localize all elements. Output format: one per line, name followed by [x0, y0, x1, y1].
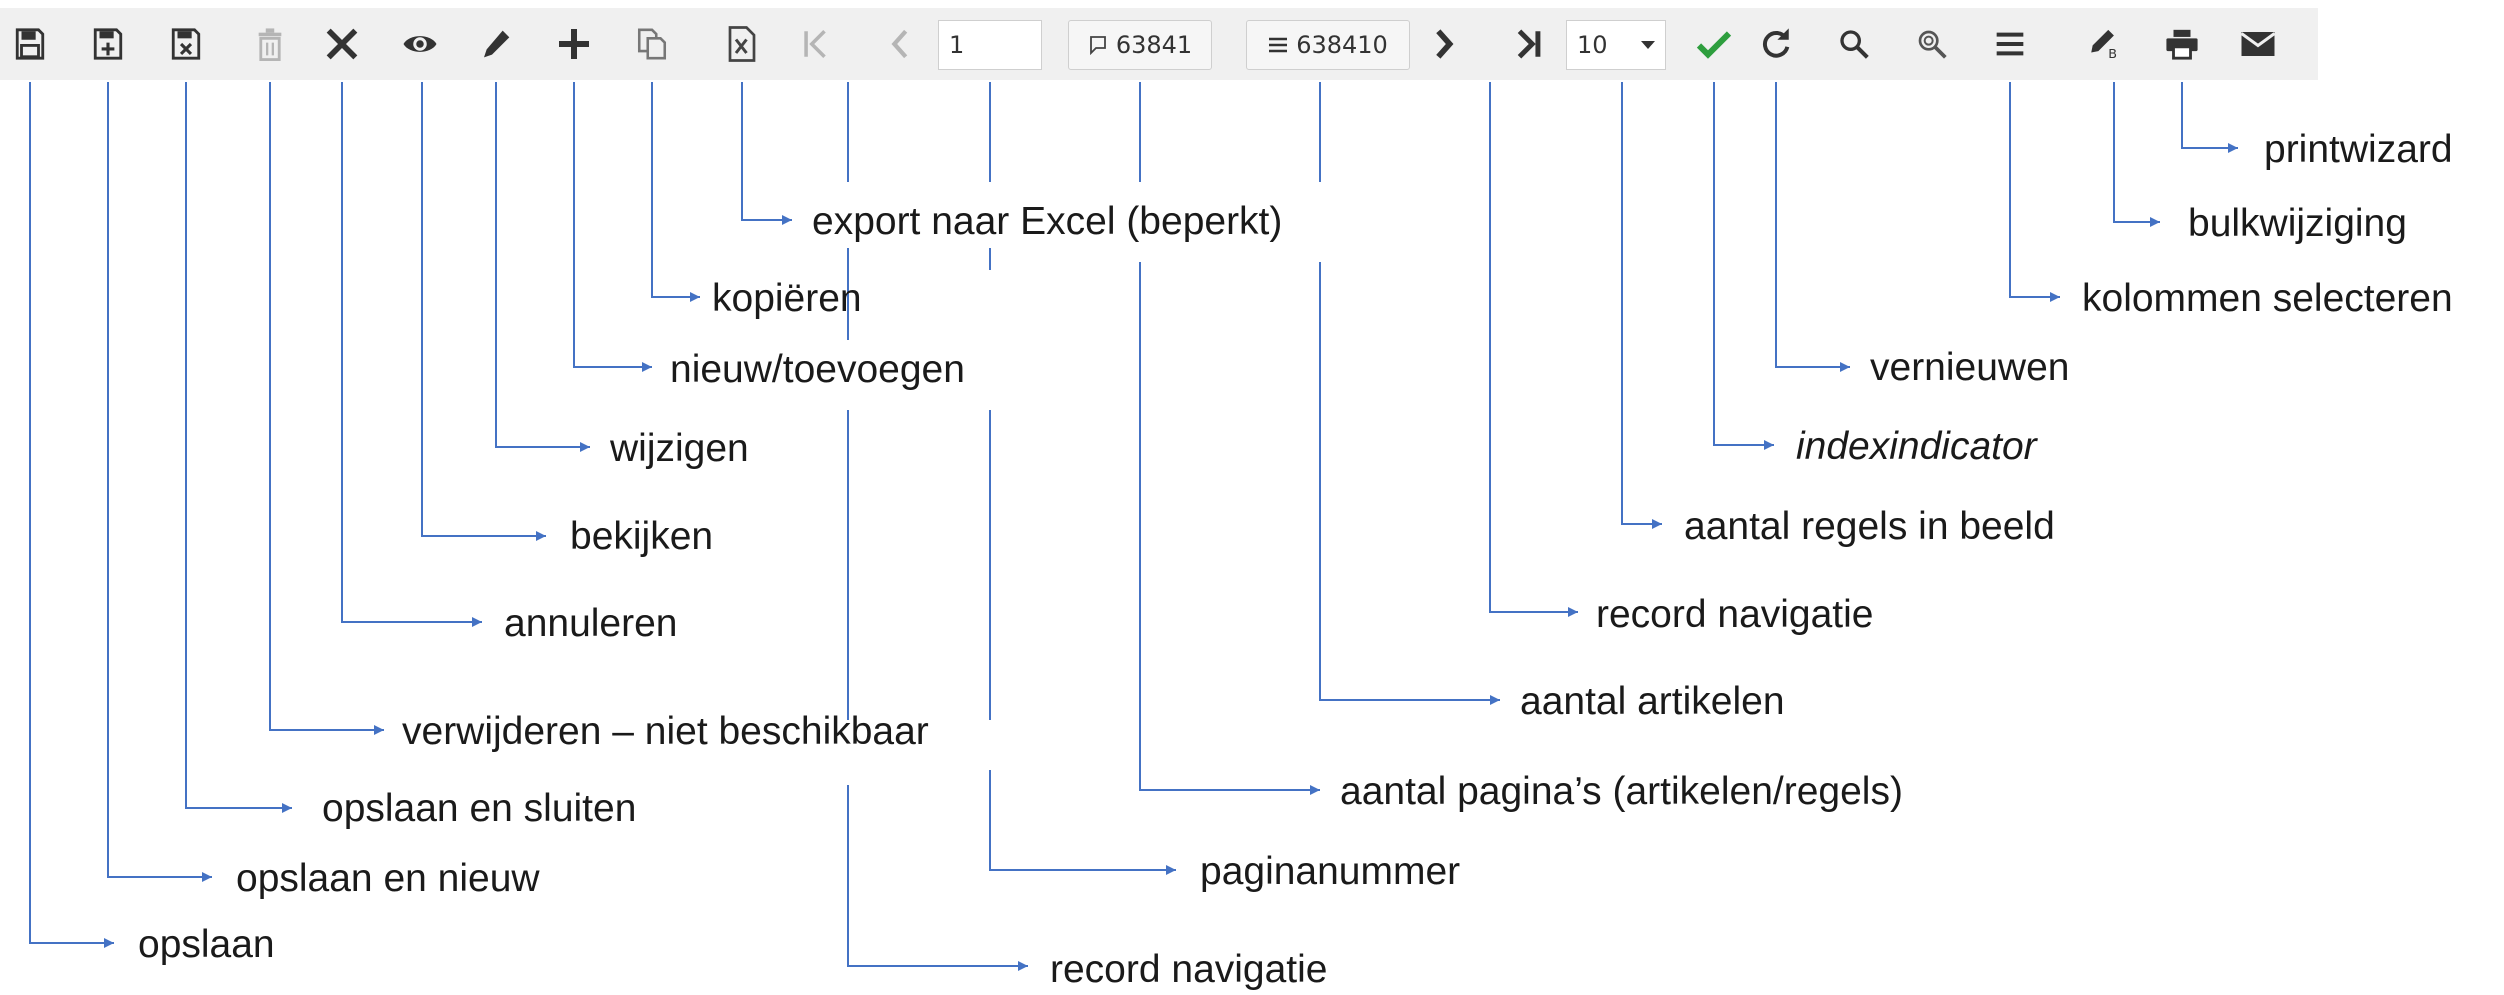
- leader-line: [107, 82, 212, 882]
- check-icon: [1694, 24, 1734, 64]
- annotation-label: printwizard: [2264, 128, 2453, 171]
- annotation-label: bulkwijziging: [2188, 202, 2407, 245]
- annotation-label: aantal artikelen: [1520, 680, 1785, 723]
- save-icon[interactable]: [10, 24, 50, 64]
- leader-line: [29, 82, 114, 948]
- leader-line: [421, 82, 546, 541]
- comment-icon: [1089, 36, 1106, 55]
- annotation-label: wijzigen: [609, 427, 749, 470]
- leader-line: [1139, 82, 1320, 790]
- annotation-label: aantal pagina’s (artikelen/regels): [1340, 770, 1903, 813]
- leader-line: [341, 82, 482, 627]
- annotation-label: paginanummer: [1200, 850, 1460, 893]
- annotation-label: record navigatie: [1596, 593, 1874, 636]
- annotation-label: record navigatie: [1050, 948, 1328, 991]
- print-icon[interactable]: [2162, 24, 2202, 64]
- save-new-icon[interactable]: [88, 24, 128, 64]
- excel-icon[interactable]: [722, 24, 762, 64]
- leader-line: [1713, 82, 1774, 450]
- page-number-input[interactable]: 1: [938, 20, 1042, 70]
- annotation-label: opslaan: [138, 923, 275, 966]
- annotation-label: aantal regels in beeld: [1684, 505, 2055, 548]
- leader-line: [2009, 82, 2060, 302]
- leader-line: [2113, 82, 2160, 227]
- annotation-label: nieuw/toevoegen: [670, 348, 965, 391]
- eye-icon[interactable]: [400, 24, 440, 64]
- leader-line: [651, 82, 700, 302]
- leader-line: [741, 82, 792, 225]
- search-icon[interactable]: [1834, 24, 1874, 64]
- leader-line: [1489, 82, 1578, 617]
- annotation-label: kopiëren: [712, 277, 862, 320]
- annotation-label: indexindicator: [1796, 425, 2039, 468]
- pencil-icon[interactable]: [476, 24, 516, 64]
- close-icon[interactable]: [322, 24, 362, 64]
- mail-icon[interactable]: [2238, 24, 2278, 64]
- search-plus-icon[interactable]: [1912, 24, 1952, 64]
- columns-menu-icon[interactable]: [1990, 24, 2030, 64]
- refresh-icon[interactable]: [1756, 24, 1796, 64]
- pages-count: 63841: [1115, 31, 1193, 59]
- svg-text:B: B: [2108, 47, 2117, 61]
- rows-per-page-select[interactable]: 10: [1566, 20, 1666, 70]
- annotation-label: export naar Excel (beperkt): [812, 200, 1282, 243]
- annotation-label: opslaan en sluiten: [322, 787, 636, 830]
- plus-icon[interactable]: [554, 24, 594, 64]
- leader-line: [1621, 82, 1662, 529]
- leader-line: [1319, 82, 1500, 700]
- first-page-icon[interactable]: [796, 24, 836, 64]
- leader-line: [2181, 82, 2238, 153]
- leader-line: [847, 82, 1028, 966]
- annotation-label: bekijken: [570, 515, 713, 558]
- rows-per-page-value: 10: [1577, 31, 1608, 59]
- annotation-label: vernieuwen: [1870, 346, 2069, 389]
- annotation-label: kolommen selecteren: [2082, 277, 2453, 320]
- articles-count: 638410: [1296, 31, 1388, 59]
- list-icon: [1269, 37, 1288, 53]
- leader-line: [495, 82, 590, 452]
- articles-count-badge: 638410: [1246, 20, 1410, 70]
- trash-icon[interactable]: [250, 24, 290, 64]
- leader-line: [185, 82, 292, 813]
- annotation-label: annuleren: [504, 602, 677, 645]
- leader-line: [989, 82, 1176, 870]
- annotation-label: opslaan en nieuw: [236, 857, 540, 900]
- chevron-left-icon[interactable]: [880, 24, 920, 64]
- save-close-icon[interactable]: [166, 24, 206, 64]
- bulk-edit-icon[interactable]: B: [2084, 24, 2124, 64]
- copy-icon[interactable]: [632, 24, 672, 64]
- page-number-value: 1: [949, 31, 965, 59]
- leader-line: [269, 82, 384, 735]
- annotation-label: verwijderen – niet beschikbaar: [402, 710, 929, 753]
- last-page-icon[interactable]: [1508, 24, 1548, 64]
- leader-line: [573, 82, 652, 372]
- chevron-right-icon[interactable]: [1424, 24, 1464, 64]
- toolbar: 1 63841 638410 10 B: [0, 8, 2318, 80]
- leader-line: [1775, 82, 1850, 372]
- pages-count-badge: 63841: [1068, 20, 1212, 70]
- chevron-down-icon: [1641, 41, 1655, 49]
